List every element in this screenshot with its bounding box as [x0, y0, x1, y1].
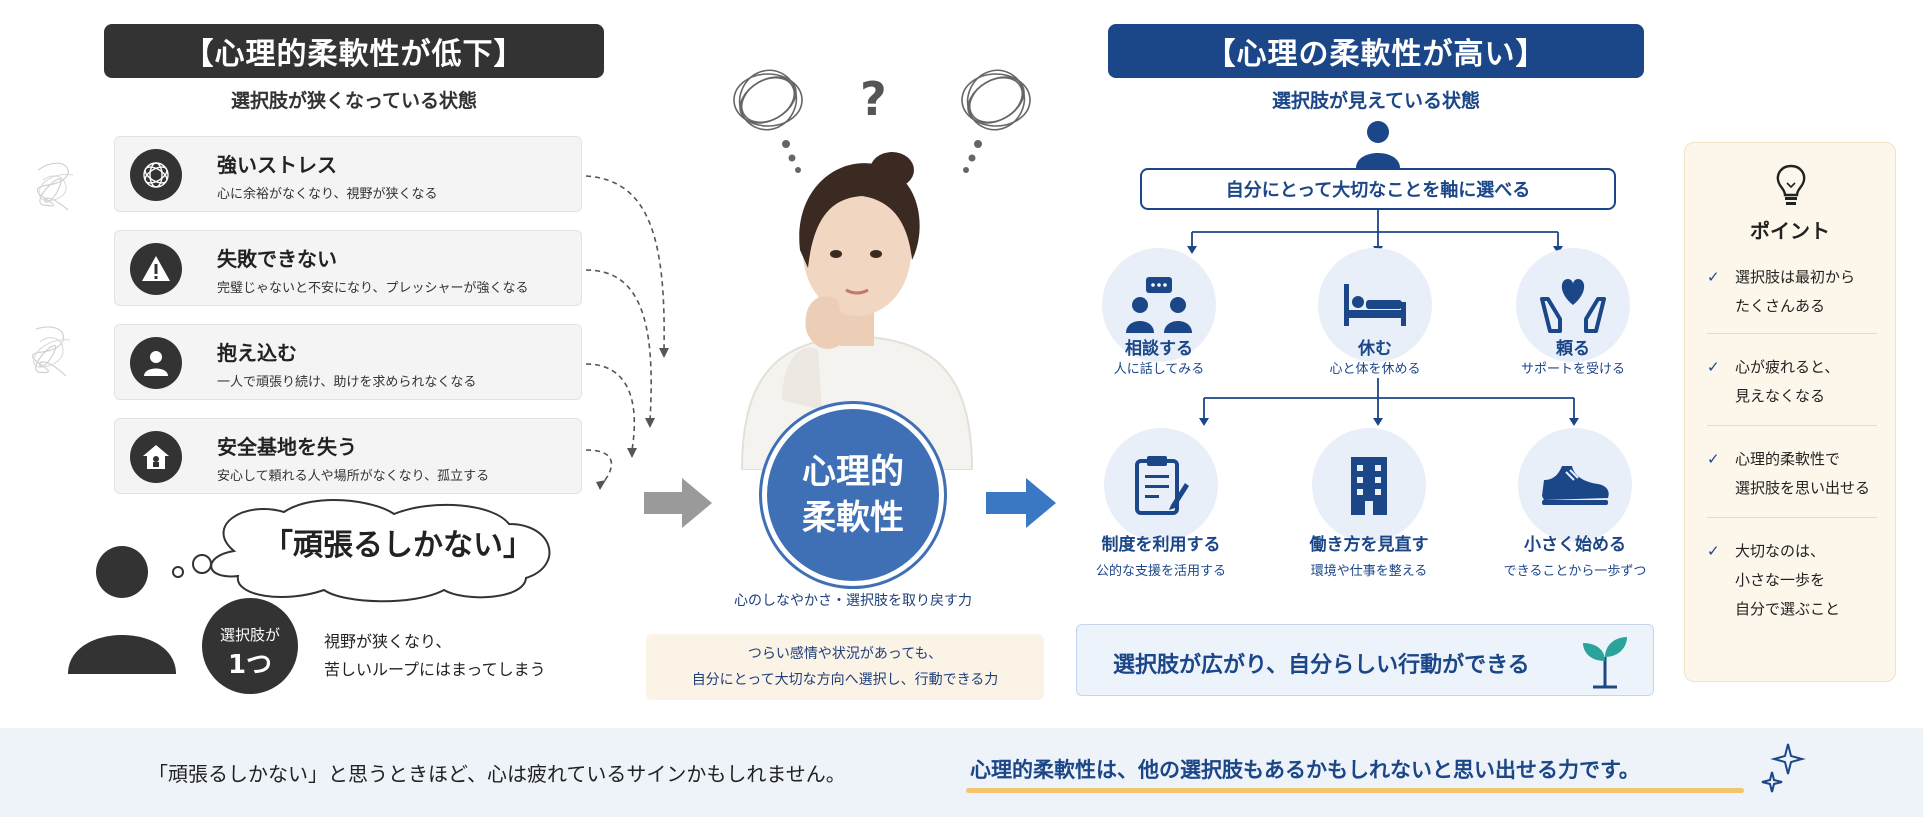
definition-line: つらい感情や状況があっても、 — [747, 646, 943, 662]
point-line: 心理的柔軟性で — [1735, 450, 1841, 468]
point-line: 選択肢は最初から — [1735, 268, 1856, 286]
option-desc: 心と体を休める — [1329, 362, 1421, 377]
arrow-right-blue-icon — [986, 478, 1056, 528]
item-card-safebase: 安全基地を失う 安心して頼れる人や場所がなくなり、孤立する — [114, 418, 582, 494]
sparkle-icon — [1761, 743, 1806, 793]
loop-text: 視野が狭くなり、 苦しいループにはまってしまう — [324, 628, 546, 684]
bubble-text: 「頑張るしかない」 — [263, 528, 533, 563]
choice-label: 選択肢が — [219, 626, 280, 644]
option-desc: できることから一歩ずつ — [1503, 564, 1647, 579]
point-item: ✓ 選択肢は最初から たくさんある — [1707, 263, 1883, 321]
worry-scribble-icon — [733, 69, 803, 173]
item-title: 失敗できない — [217, 247, 337, 271]
divider — [1707, 333, 1877, 334]
bottom-bar: 「頑張るしかない」と思うときほど、心は疲れているサインかもしれません。 心理的柔… — [0, 728, 1923, 817]
point-line: 心が疲れると、 — [1735, 358, 1840, 376]
point-line: 大切なのは、 — [1735, 542, 1826, 560]
check-icon: ✓ — [1707, 542, 1720, 560]
dashed-arrows — [585, 175, 669, 490]
item-desc: 完璧じゃないと不安になり、プレッシャーが強くなる — [217, 281, 529, 296]
thought-bubble — [172, 499, 551, 603]
right-subtitle: 選択肢が見えている状態 — [1271, 90, 1481, 112]
arrow-right-gray-icon — [644, 478, 712, 528]
tangle-icon — [130, 149, 182, 201]
home-icon — [130, 431, 182, 483]
question-mark: ? — [860, 72, 887, 126]
point-line: 選択肢を思い出せる — [1735, 479, 1871, 497]
sprout-icon — [1583, 637, 1627, 689]
option-connectors — [1187, 210, 1579, 426]
scribble-icon — [32, 326, 71, 377]
option-desc: サポートを受ける — [1520, 362, 1625, 377]
item-title: 抱え込む — [217, 341, 297, 365]
check-icon: ✓ — [1707, 450, 1720, 468]
worry-scribble-icon — [961, 69, 1031, 173]
consult-icon — [1102, 248, 1216, 362]
item-title: 安全基地を失う — [217, 435, 357, 459]
result-text: 選択肢が広がり、自分らしい行動ができる — [1113, 653, 1530, 678]
person-silhouette-icon — [68, 546, 176, 674]
option-title: 制度を利用する — [1101, 535, 1221, 555]
divider — [1707, 517, 1877, 518]
bottom-message-left: 「頑張るしかない」と思うときほど、心は疲れているサインかもしれません。 — [148, 762, 846, 786]
option-title: 頼る — [1556, 339, 1590, 359]
point-item: ✓ 心理的柔軟性で 選択肢を思い出せる — [1707, 445, 1883, 503]
bottom-message-right: 心理的柔軟性は、他の選択肢もあるかもしれないと思い出せる力です。 — [970, 758, 1640, 782]
bed-icon — [1318, 248, 1432, 362]
item-card-stress: 強いストレス 心に余裕がなくなり、視野が狭くなる — [114, 136, 582, 212]
point-line: 小さな一歩を — [1735, 571, 1826, 589]
left-header: 【心理的柔軟性が低下】 — [104, 24, 604, 78]
lightbulb-icon — [1776, 164, 1806, 205]
definition-box: つらい感情や状況があっても、 自分にとって大切な方向へ選択し、行動できる力 — [646, 634, 1044, 700]
point-line: たくさんある — [1735, 297, 1826, 315]
item-desc: 安心して頼れる人や場所がなくなり、孤立する — [217, 469, 490, 484]
person-icon — [130, 337, 182, 389]
result-box: 選択肢が広がり、自分らしい行動ができる — [1076, 624, 1654, 696]
highlight-underline — [966, 788, 1744, 793]
item-title: 強いストレス — [217, 153, 337, 177]
scribble-icon — [36, 162, 74, 211]
clipboard-icon — [1104, 428, 1218, 542]
option-desc: 人に話してみる — [1113, 362, 1205, 377]
circle-line: 心理的 — [802, 452, 904, 492]
point-title: ポイント — [1750, 219, 1830, 243]
item-card-carry: 抱え込む 一人で頑張り続け、助けを求められなくなる — [114, 324, 582, 400]
choice-count-badge: 選択肢が 1つ — [202, 598, 298, 694]
center-caption: 心のしなやかさ・選択肢を取り戻す力 — [734, 593, 972, 609]
loop-line: 視野が狭くなり、 — [324, 632, 452, 651]
option-title: 小さく始める — [1524, 535, 1626, 555]
axis-box: 自分にとって大切なことを軸に選べる — [1140, 168, 1616, 210]
option-title: 休む — [1358, 339, 1392, 359]
psych-flexibility-circle: 心理的 柔軟性 — [762, 404, 944, 586]
circle-line: 柔軟性 — [802, 498, 904, 538]
option-title: 相談する — [1125, 339, 1193, 359]
option-title: 働き方を見直す — [1309, 535, 1429, 555]
shoe-icon — [1518, 428, 1632, 542]
right-header: 【心理の柔軟性が高い】 — [1108, 24, 1644, 78]
left-subtitle: 選択肢が狭くなっている状態 — [230, 90, 478, 112]
warning-icon — [130, 243, 182, 295]
definition-line: 自分にとって大切な方向へ選択し、行動できる力 — [691, 672, 999, 688]
building-icon — [1312, 428, 1426, 542]
heart-hands-icon — [1516, 248, 1630, 362]
point-panel: ポイント ✓ 選択肢は最初から たくさんある ✓ 心が疲れると、 見えなくなる … — [1684, 142, 1896, 682]
item-desc: 一人で頑張り続け、助けを求められなくなる — [217, 375, 477, 390]
option-desc: 環境や仕事を整える — [1310, 564, 1428, 579]
item-card-failure: 失敗できない 完璧じゃないと不安になり、プレッシャーが強くなる — [114, 230, 582, 306]
point-line: 自分で選ぶこと — [1735, 600, 1841, 618]
option-desc: 公的な支援を活用する — [1095, 564, 1226, 579]
point-line: 見えなくなる — [1735, 387, 1826, 405]
loop-line: 苦しいループにはまってしまう — [324, 660, 546, 679]
divider — [1707, 425, 1877, 426]
person-icon — [1356, 121, 1400, 168]
choice-count: 1つ — [227, 650, 273, 680]
point-item: ✓ 心が疲れると、 見えなくなる — [1707, 353, 1883, 411]
point-item: ✓ 大切なのは、 小さな一歩を 自分で選ぶこと — [1707, 537, 1883, 624]
check-icon: ✓ — [1707, 358, 1720, 376]
item-desc: 心に余裕がなくなり、視野が狭くなる — [217, 187, 438, 202]
check-icon: ✓ — [1707, 268, 1720, 286]
